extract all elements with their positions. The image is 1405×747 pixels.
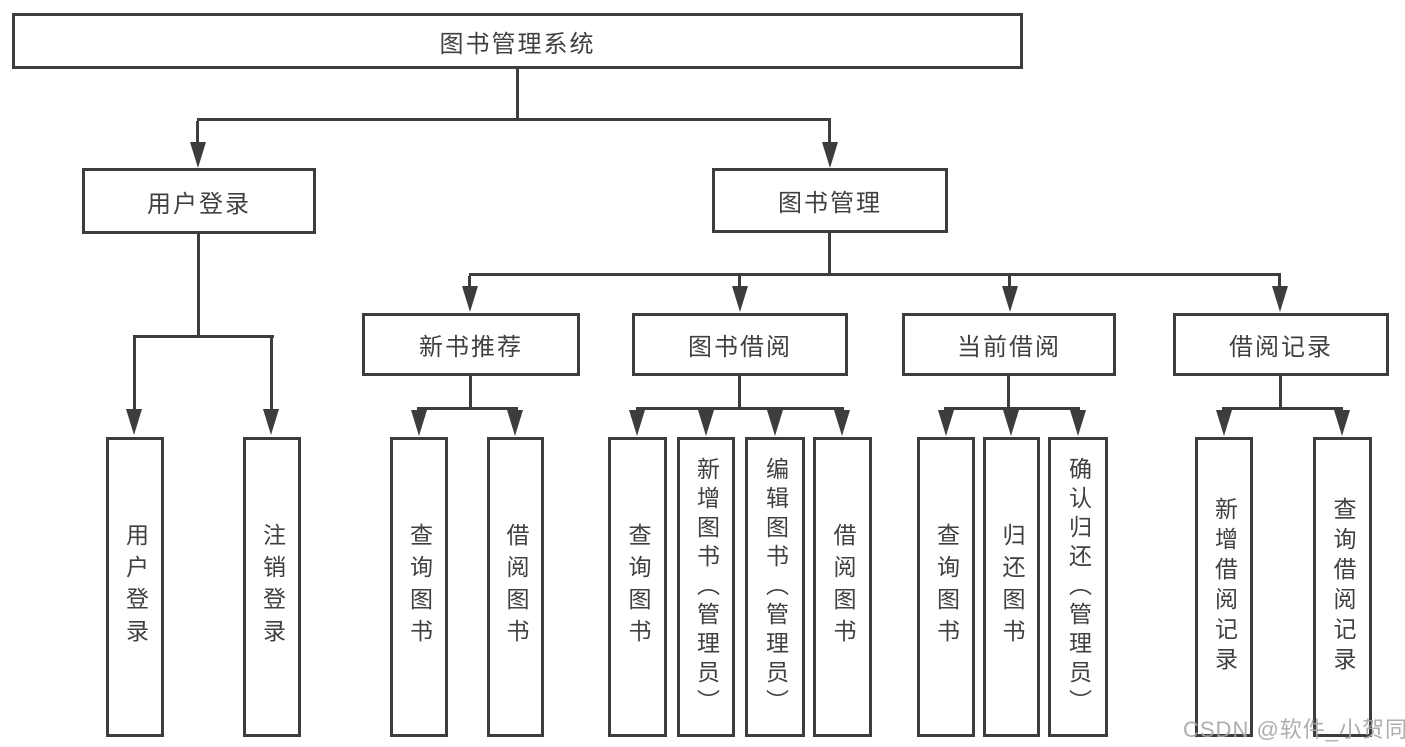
node-borrowing-records: 借阅记录 bbox=[1173, 313, 1389, 376]
node-label: 图书借阅 bbox=[688, 334, 792, 361]
arrowhead-down-icon bbox=[1272, 286, 1288, 312]
node-current-borrowing: 当前借阅 bbox=[902, 313, 1116, 376]
arrowhead-down-icon bbox=[1216, 410, 1232, 436]
node-label: 图书管理系统 bbox=[439, 30, 596, 58]
connector-v bbox=[1007, 376, 1010, 409]
node-new-book-recommendation: 新书推荐 bbox=[362, 313, 580, 376]
connector-v bbox=[133, 338, 136, 409]
arrowhead-down-icon bbox=[462, 286, 478, 312]
node-label: 注销登录 bbox=[259, 523, 286, 651]
connector-v bbox=[469, 376, 472, 409]
arrowhead-down-icon bbox=[126, 409, 142, 435]
node-label: 新增图书（管理员） bbox=[693, 456, 720, 718]
node-label: 查询图书 bbox=[625, 523, 651, 651]
node-label: 用户登录 bbox=[147, 190, 251, 218]
leaf-user-login: 用户登录 bbox=[106, 437, 164, 737]
leaf-query-books: 查询图书 bbox=[917, 437, 975, 737]
node-label: 查询图书 bbox=[406, 523, 433, 651]
node-label: 归还图书 bbox=[999, 523, 1025, 651]
arrowhead-down-icon bbox=[629, 410, 645, 436]
node-label: 确认归还（管理员） bbox=[1065, 456, 1092, 718]
connector-v bbox=[1279, 376, 1282, 409]
arrowhead-down-icon bbox=[698, 410, 714, 436]
leaf-query-books: 查询图书 bbox=[608, 437, 667, 737]
leaf-add-borrow-record: 新增借阅记录 bbox=[1195, 437, 1253, 737]
node-label: 编辑图书（管理员） bbox=[762, 456, 789, 718]
leaf-add-book-admin: 新增图书（管理员） bbox=[677, 437, 735, 737]
csdn-watermark: CSDN @软件_小贺同学 bbox=[1183, 717, 1405, 742]
node-label: 新增借阅记录 bbox=[1211, 497, 1238, 677]
connector-h bbox=[197, 118, 831, 121]
node-label: 用户登录 bbox=[122, 523, 149, 651]
arrowhead-down-icon bbox=[822, 142, 838, 168]
connector-h bbox=[944, 407, 1080, 410]
arrowhead-down-icon bbox=[507, 410, 523, 436]
connector-v bbox=[738, 376, 741, 409]
connector-h bbox=[1222, 407, 1343, 410]
node-library-management-system: 图书管理系统 bbox=[12, 13, 1023, 69]
node-label: 新书推荐 bbox=[419, 334, 523, 361]
connector-v bbox=[828, 233, 831, 275]
leaf-logout: 注销登录 bbox=[243, 437, 301, 737]
connector-v bbox=[197, 234, 200, 335]
node-label: 查询借阅记录 bbox=[1330, 497, 1356, 677]
arrowhead-down-icon bbox=[411, 410, 427, 436]
leaf-edit-book-admin: 编辑图书（管理员） bbox=[745, 437, 805, 737]
connector-v bbox=[468, 276, 471, 287]
leaf-return-books: 归还图书 bbox=[983, 437, 1040, 737]
leaf-query-borrow-record: 查询借阅记录 bbox=[1313, 437, 1372, 737]
node-label: 当前借阅 bbox=[957, 334, 1061, 361]
node-label: 查询图书 bbox=[933, 523, 960, 651]
connector-v bbox=[1008, 276, 1011, 287]
connector-v bbox=[516, 69, 519, 119]
arrowhead-down-icon bbox=[190, 142, 206, 168]
node-label: 借阅记录 bbox=[1229, 334, 1333, 361]
connector-v bbox=[738, 276, 741, 287]
arrowhead-down-icon bbox=[1070, 410, 1086, 436]
arrowhead-down-icon bbox=[1002, 286, 1018, 312]
connector-v bbox=[1278, 276, 1281, 287]
connector-h bbox=[636, 407, 844, 410]
connector-v bbox=[828, 121, 831, 144]
leaf-query-books: 查询图书 bbox=[390, 437, 448, 737]
node-book-management: 图书管理 bbox=[712, 168, 948, 233]
node-label: 借阅图书 bbox=[503, 523, 529, 651]
arrowhead-down-icon bbox=[938, 410, 954, 436]
arrowhead-down-icon bbox=[1334, 410, 1350, 436]
arrowhead-down-icon bbox=[834, 410, 850, 436]
arrowhead-down-icon bbox=[732, 286, 748, 312]
connector-v bbox=[270, 338, 273, 409]
node-user-login: 用户登录 bbox=[82, 168, 316, 234]
connector-v bbox=[196, 121, 199, 144]
node-book-borrowing: 图书借阅 bbox=[632, 313, 848, 376]
connector-h bbox=[469, 273, 1281, 276]
connector-h bbox=[133, 335, 274, 338]
connector-h bbox=[417, 407, 518, 410]
leaf-confirm-return-admin: 确认归还（管理员） bbox=[1048, 437, 1108, 737]
node-label: 图书管理 bbox=[778, 190, 882, 217]
arrowhead-down-icon bbox=[263, 409, 279, 435]
leaf-borrow-books: 借阅图书 bbox=[487, 437, 544, 737]
arrowhead-down-icon bbox=[1003, 410, 1019, 436]
node-label: 借阅图书 bbox=[830, 523, 856, 651]
arrowhead-down-icon bbox=[767, 410, 783, 436]
leaf-borrow-books: 借阅图书 bbox=[813, 437, 872, 737]
